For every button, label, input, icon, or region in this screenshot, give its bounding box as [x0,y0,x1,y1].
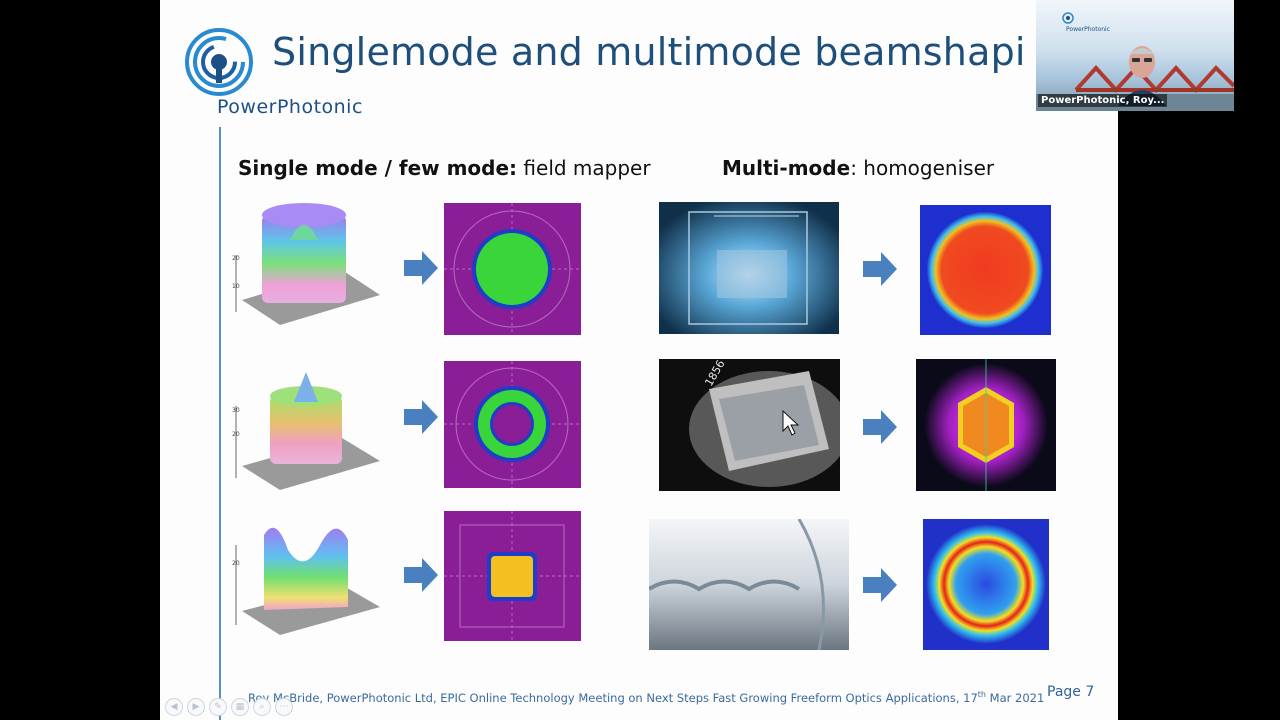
3d-plot-multi-peak-image: 20 [232,527,380,635]
field-mapper-output-ring-image [444,361,581,488]
3d-plot-flat-top-image: 20 10 [232,203,380,325]
arrow-right-icon [863,410,897,444]
participant-video-tile[interactable]: PowerPhotonic PowerPhotonic, Roy... [1036,0,1234,111]
homogeniser-output-circle-image [920,205,1051,335]
logo-text: PowerPhotonic [217,96,363,118]
arrow-right-icon [404,400,438,434]
left-column-heading: Single mode / few mode: field mapper [238,156,651,180]
svg-text:20: 20 [232,560,240,567]
powerphotonic-logo-icon [1062,12,1074,24]
powerphotonic-logo-icon [185,28,253,96]
lens-array-photo-image: 1856 [659,359,840,491]
video-logo-text: PowerPhotonic [1066,26,1111,33]
right-column-heading: Multi-mode: homogeniser [722,156,995,180]
freeform-optic-photo-image [649,519,849,650]
prev-icon[interactable]: ◀ [165,698,183,716]
arrow-right-icon [863,252,897,286]
arrow-right-icon [404,558,438,592]
svg-text:20: 20 [232,431,240,438]
svg-text:20: 20 [232,255,240,262]
homogeniser-output-ring-image [923,519,1049,650]
zoom-icon[interactable]: ⌕ [253,698,271,716]
arrow-right-icon [404,251,438,285]
slide-footer: Roy McBride, PowerPhotonic Ltd, EPIC Onl… [248,690,1045,705]
divider [219,127,221,720]
slide-nav-controls: ◀ ▶ ✎ ▦ ⌕ ⋯ [165,698,293,716]
slides-icon[interactable]: ▦ [231,698,249,716]
svg-text:10: 10 [232,283,240,290]
slide: PowerPhotonic Singlemode and multimode b… [160,0,1118,720]
slide-title: Singlemode and multimode beamshapi [272,30,1026,74]
homogeniser-photo-image [659,202,839,334]
svg-text:30: 30 [232,407,240,414]
3d-plot-cone-image: 30 20 [232,372,380,490]
mouse-cursor-icon [782,410,800,436]
participant-name: PowerPhotonic, Roy... [1038,94,1168,107]
next-icon[interactable]: ▶ [187,698,205,716]
homogeniser-output-hexagon-image [916,359,1056,491]
field-mapper-output-circle-image [444,203,581,335]
arrow-right-icon [863,568,897,602]
pen-icon[interactable]: ✎ [209,698,227,716]
more-icon[interactable]: ⋯ [275,698,293,716]
page-number: Page 7 [1047,684,1095,700]
field-mapper-output-square-image [444,511,581,641]
